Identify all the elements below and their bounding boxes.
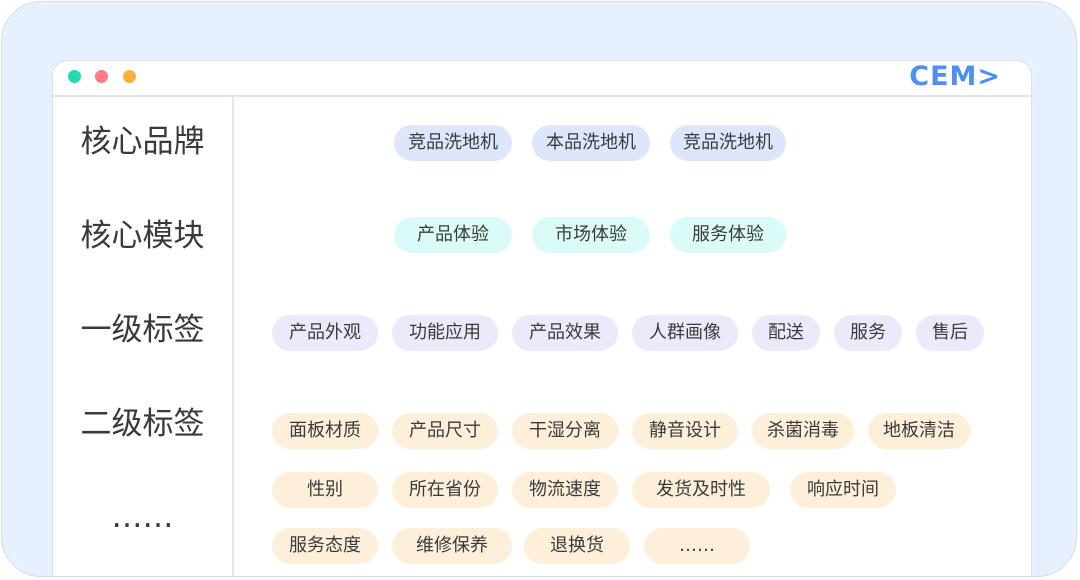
window-dot-red[interactable]: [95, 70, 108, 83]
sidebar: 核心品牌 核心模块 一级标签 二级标签 ……: [53, 97, 234, 576]
chip-core-module[interactable]: 产品体验: [394, 217, 512, 253]
label-level2: 二级标签: [80, 406, 205, 442]
chip-level2[interactable]: 所在省份: [392, 472, 498, 508]
window-dot-green[interactable]: [68, 70, 81, 83]
chip-level2[interactable]: 维修保养: [392, 528, 512, 564]
chip-core-brand[interactable]: 竞品洗地机: [670, 125, 786, 161]
chip-core-brand[interactable]: 竞品洗地机: [394, 125, 512, 161]
chip-core-module[interactable]: 市场体验: [532, 217, 650, 253]
chip-level1[interactable]: 产品效果: [512, 315, 618, 351]
chip-level2[interactable]: 产品尺寸: [392, 413, 498, 449]
label-core-brand: 核心品牌: [80, 124, 205, 160]
label-level1: 一级标签: [80, 312, 205, 348]
label-more: ……: [111, 499, 174, 535]
chip-core-module[interactable]: 服务体验: [670, 217, 786, 253]
brand-logo: CEM>: [909, 61, 1001, 92]
chip-level2[interactable]: 退换货: [524, 528, 630, 564]
chip-level1[interactable]: 服务: [834, 315, 902, 351]
chip-level1[interactable]: 功能应用: [392, 315, 498, 351]
chip-level1[interactable]: 人群画像: [632, 315, 738, 351]
window-dot-yellow[interactable]: [123, 70, 136, 83]
chip-level2[interactable]: 干湿分离: [512, 413, 618, 449]
app-window: CEM> 核心品牌 核心模块 一级标签 二级标签 …… 竞品洗地机 本品洗地机 …: [52, 60, 1032, 576]
chip-level1[interactable]: 产品外观: [272, 315, 378, 351]
chip-level2[interactable]: 响应时间: [790, 472, 896, 508]
chip-level2[interactable]: 静音设计: [632, 413, 738, 449]
title-bar: CEM>: [53, 61, 1031, 97]
chip-level1[interactable]: 配送: [752, 315, 820, 351]
chip-level2[interactable]: 面板材质: [272, 413, 378, 449]
chip-level2[interactable]: 物流速度: [512, 472, 618, 508]
chip-level2[interactable]: 性别: [272, 472, 378, 508]
chip-level2[interactable]: 地板清洁: [868, 413, 970, 449]
chip-level2[interactable]: ……: [644, 528, 750, 564]
label-core-module: 核心模块: [80, 218, 205, 254]
chip-level2[interactable]: 发货及时性: [632, 472, 770, 508]
chip-core-brand[interactable]: 本品洗地机: [532, 125, 650, 161]
chip-level2[interactable]: 杀菌消毒: [752, 413, 854, 449]
chip-level1[interactable]: 售后: [916, 315, 984, 351]
chip-level2[interactable]: 服务态度: [272, 528, 378, 564]
